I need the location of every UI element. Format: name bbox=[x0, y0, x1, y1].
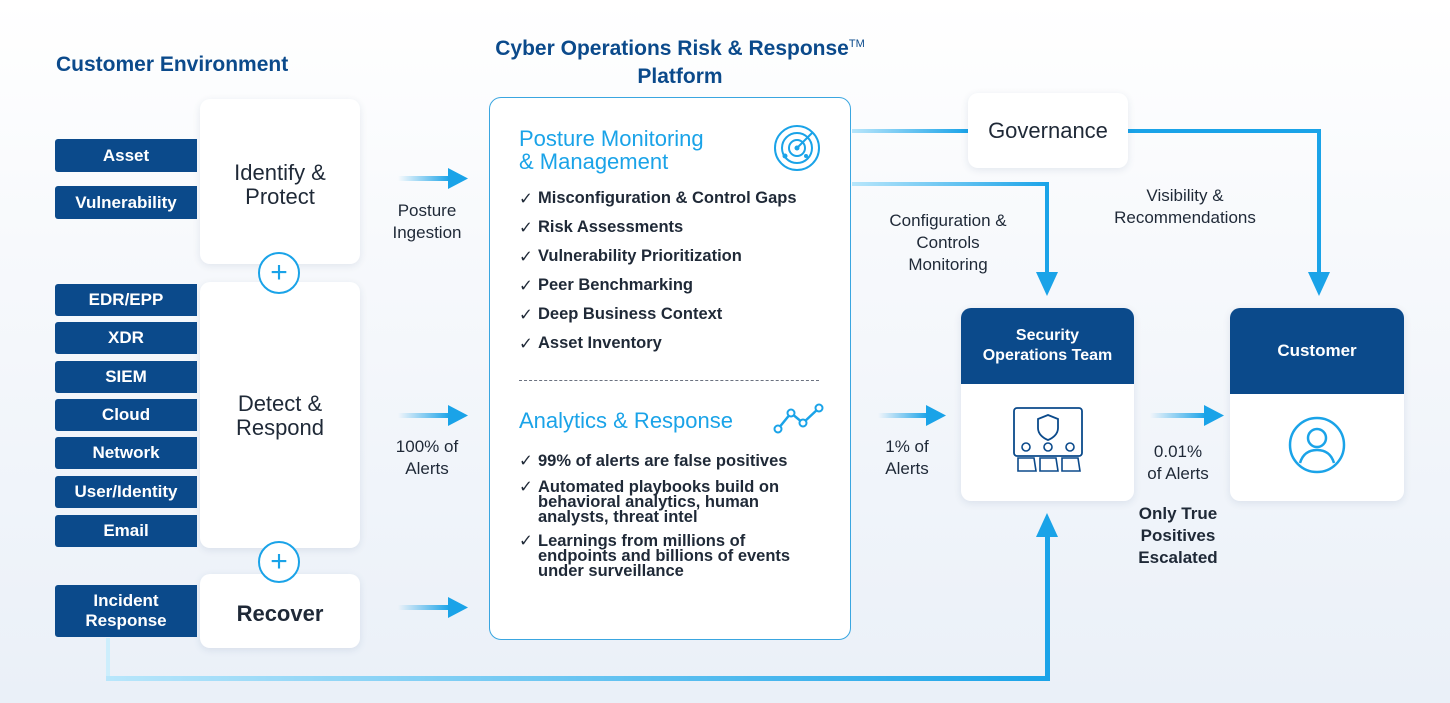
identify-protect-card: Identify &Protect bbox=[200, 99, 360, 264]
platform-heading: Cyber Operations Risk & ResponseTM Platf… bbox=[460, 30, 900, 91]
alerts-100-arrow bbox=[398, 405, 468, 426]
posture-item: Vulnerability Prioritization bbox=[519, 247, 839, 276]
analytics-item: Automated playbooks build on behavioral … bbox=[519, 479, 839, 526]
plus-icon: + bbox=[258, 541, 300, 583]
config-monitoring-connector bbox=[852, 182, 1058, 296]
plus-icon: + bbox=[258, 252, 300, 294]
tag-edr-epp: EDR/EPP bbox=[55, 284, 197, 316]
analytics-section-title: Analytics & Response bbox=[519, 408, 733, 433]
customer-title: Customer bbox=[1230, 308, 1404, 394]
posture-checklist: Misconfiguration & Control Gaps Risk Ass… bbox=[519, 189, 839, 363]
user-circle-icon bbox=[1288, 416, 1346, 474]
config-controls-label: Configuration & Controls Monitoring bbox=[889, 211, 1007, 274]
recover-label: Recover bbox=[236, 601, 324, 626]
tag-email: Email bbox=[55, 515, 197, 547]
platform-heading-line2: Platform bbox=[637, 65, 723, 88]
posture-ingestion-arrow bbox=[398, 168, 468, 189]
tag-siem: SIEM bbox=[55, 361, 197, 393]
alerts-100-label: 100% of Alerts bbox=[395, 437, 459, 478]
analytics-item: Learnings from millions of endpoints and… bbox=[519, 533, 839, 580]
analytics-item: 99% of alerts are false positives bbox=[519, 452, 839, 471]
posture-item: Deep Business Context bbox=[519, 305, 839, 334]
platform-governance-line bbox=[852, 129, 968, 133]
detect-respond-card: Detect &Respond bbox=[200, 282, 360, 548]
customer-environment-heading: Customer Environment bbox=[56, 53, 289, 76]
tag-cloud: Cloud bbox=[55, 399, 197, 431]
visibility-label: Visibility & Recommendations bbox=[1114, 186, 1256, 227]
governance-label: Governance bbox=[988, 117, 1108, 143]
platform-box: Posture Monitoring & Management Misconfi… bbox=[489, 97, 851, 640]
trademark-mark: TM bbox=[848, 38, 865, 50]
true-positives-label: Only True Positives Escalated bbox=[1138, 504, 1218, 567]
posture-ingestion-label: Posture Ingestion bbox=[392, 201, 462, 242]
governance-customer-connector bbox=[1128, 129, 1330, 296]
posture-item: Risk Assessments bbox=[519, 218, 839, 247]
posture-item: Misconfiguration & Control Gaps bbox=[519, 189, 839, 218]
soc-card: Security Operations Team bbox=[961, 308, 1134, 501]
soc-title: Security Operations Team bbox=[961, 308, 1134, 384]
tag-network: Network bbox=[55, 437, 197, 469]
tag-incident-response: Incident Response bbox=[55, 585, 197, 637]
analytics-trend-icon bbox=[773, 403, 824, 434]
incident-response-connector bbox=[106, 513, 1058, 681]
tag-asset: Asset bbox=[55, 139, 197, 172]
alerts-1-label: 1% of Alerts bbox=[885, 437, 929, 478]
detect-respond-label: Detect &Respond bbox=[235, 391, 325, 440]
posture-item: Peer Benchmarking bbox=[519, 276, 839, 305]
recover-arrow bbox=[398, 597, 468, 618]
customer-card: Customer bbox=[1230, 308, 1404, 501]
analytics-checklist: 99% of alerts are false positives Automa… bbox=[519, 452, 839, 579]
tag-user-identity: User/Identity bbox=[55, 476, 197, 508]
posture-item: Asset Inventory bbox=[519, 334, 839, 363]
section-divider bbox=[519, 380, 819, 381]
identify-protect-label: Identify &Protect bbox=[234, 160, 326, 209]
recover-card: Recover bbox=[200, 574, 360, 648]
posture-section-title: Posture Monitoring & Management bbox=[519, 126, 704, 174]
alerts-001-label: 0.01% of Alerts bbox=[1147, 442, 1209, 483]
platform-heading-line1: Cyber Operations Risk & Response bbox=[495, 37, 849, 60]
tag-xdr: XDR bbox=[55, 322, 197, 354]
governance-box: Governance bbox=[968, 93, 1128, 168]
alerts-1-arrow bbox=[878, 405, 946, 426]
alerts-001-arrow bbox=[1150, 405, 1224, 426]
radar-icon bbox=[774, 125, 820, 171]
soc-monitor-icon bbox=[1013, 407, 1083, 472]
tag-vulnerability: Vulnerability bbox=[55, 186, 197, 219]
